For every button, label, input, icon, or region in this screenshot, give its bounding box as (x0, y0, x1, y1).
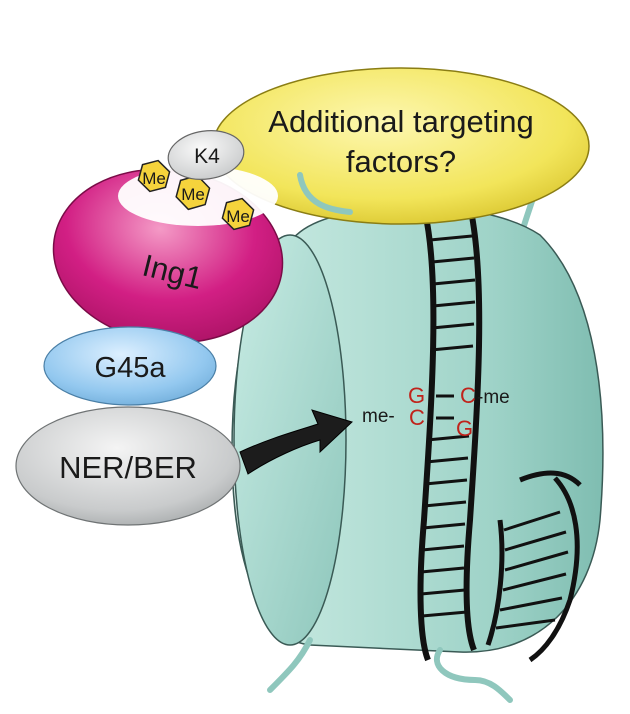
base-bottom-left: C (409, 405, 425, 430)
methyl-groups: Me Me Me (118, 159, 278, 231)
me-hexagon-3: Me (221, 197, 255, 231)
targeting-arrow (239, 409, 353, 475)
histone-tail-bottom-middle (433, 647, 513, 703)
base-top-left: G (408, 383, 425, 408)
g45a-label: G45a (95, 352, 167, 384)
methyl-top-right: -me (477, 387, 510, 408)
dna-double-helix (417, 205, 582, 663)
methylated-cpg: G C -me me- C G (362, 383, 510, 441)
histone-tail-bottom-left (267, 637, 313, 693)
k4-label: K4 (194, 145, 220, 168)
ner-ber-label: NER/BER (59, 450, 197, 485)
svg-text:Me: Me (142, 169, 166, 188)
svg-text:Me: Me (181, 185, 205, 204)
me-hexagon-2: Me (175, 174, 211, 211)
me-hexagon-1: Me (137, 159, 171, 193)
base-top-right: C (460, 383, 476, 408)
methyl-bottom-left: me- (362, 406, 395, 427)
additional-targeting-factors: Additional targeting factors? (212, 67, 590, 225)
k4-histone-residue: K4 (167, 130, 245, 180)
additional-label-line2: factors? (346, 144, 456, 179)
additional-label-line1: Additional targeting (268, 104, 533, 139)
nucleosome (231, 205, 604, 653)
base-bottom-right: G (456, 416, 473, 441)
ner-ber-complex: NER/BER (15, 406, 241, 526)
svg-text:Me: Me (226, 207, 250, 226)
g45a-protein: G45a (43, 326, 217, 406)
histone-tail-front (297, 172, 353, 215)
